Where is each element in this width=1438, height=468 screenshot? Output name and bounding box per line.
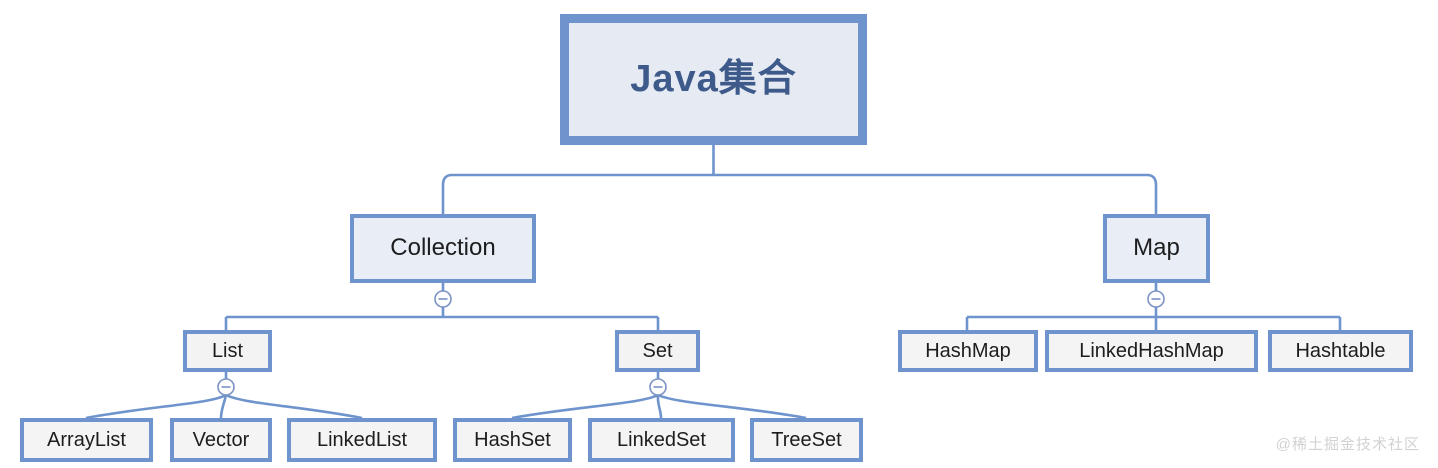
node-set[interactable]: Set xyxy=(615,330,700,372)
node-label: LinkedSet xyxy=(617,429,706,451)
node-linkedlist[interactable]: LinkedList xyxy=(287,418,437,462)
minus-circle-icon[interactable] xyxy=(649,378,667,396)
edge-set-linkedset xyxy=(656,394,663,419)
node-label: Collection xyxy=(390,234,496,262)
node-java-collections-root[interactable]: Java集合 xyxy=(560,14,867,145)
edge-map-bus xyxy=(965,307,1342,330)
node-arraylist[interactable]: ArrayList xyxy=(20,418,153,462)
edge-root-collection xyxy=(441,173,714,214)
minus-circle-icon[interactable] xyxy=(434,290,452,308)
edge-list-arraylist xyxy=(85,393,227,420)
node-label: List xyxy=(211,340,244,362)
node-label: HashSet xyxy=(474,429,551,451)
node-label: Hashtable xyxy=(1295,340,1386,362)
watermark: @稀土掘金技术社区 xyxy=(1275,436,1420,453)
node-hashset[interactable]: HashSet xyxy=(453,418,572,462)
node-label: Vector xyxy=(192,429,250,451)
edge-set-treeset xyxy=(657,393,807,420)
node-map[interactable]: Map xyxy=(1103,214,1210,283)
edge-list-vector xyxy=(219,394,228,419)
node-hashmap[interactable]: HashMap xyxy=(898,330,1038,372)
node-linkedset[interactable]: LinkedSet xyxy=(588,418,735,462)
node-list[interactable]: List xyxy=(183,330,272,372)
node-label: Set xyxy=(642,340,673,362)
node-label: ArrayList xyxy=(47,429,126,451)
node-label: Java集合 xyxy=(630,57,797,100)
edge-root-map xyxy=(713,173,1158,214)
node-label: TreeSet xyxy=(771,429,842,451)
node-label: Map xyxy=(1133,234,1180,262)
node-label: LinkedList xyxy=(316,429,408,451)
node-collection[interactable]: Collection xyxy=(350,214,536,283)
node-hashtable[interactable]: Hashtable xyxy=(1268,330,1413,372)
node-linkedhashmap[interactable]: LinkedHashMap xyxy=(1045,330,1258,372)
node-label: LinkedHashMap xyxy=(1079,340,1224,362)
node-vector[interactable]: Vector xyxy=(170,418,272,462)
edge-collection-bus xyxy=(224,307,660,330)
node-label: HashMap xyxy=(925,340,1011,362)
edge-list-linkedlist xyxy=(225,393,363,420)
minus-circle-icon[interactable] xyxy=(217,378,235,396)
node-treeset[interactable]: TreeSet xyxy=(750,418,863,462)
minus-circle-icon[interactable] xyxy=(1147,290,1165,308)
edge-set-hashset xyxy=(511,393,659,420)
